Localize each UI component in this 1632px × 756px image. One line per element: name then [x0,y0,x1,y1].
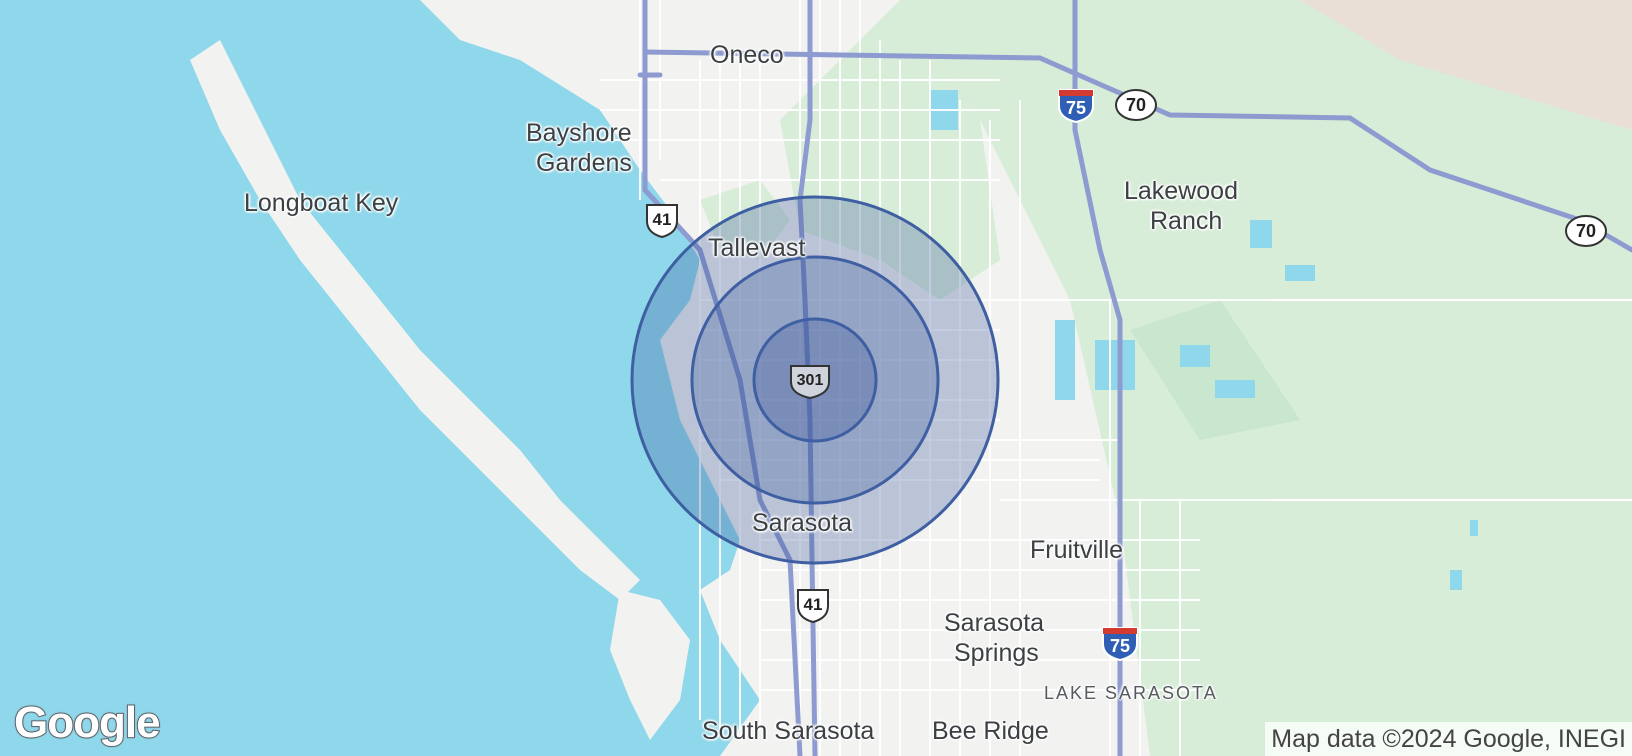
place-tallevast: Tallevast [708,234,806,262]
fl70-road [642,49,1632,253]
place-sarasota-springs-line1: Sarasota [944,609,1045,637]
place-lake-sarasota: LAKE SARASOTA [1044,683,1218,703]
place-sarasota-springs-line2: Springs [954,639,1039,667]
place-sarasota: Sarasota [752,509,853,537]
place-lakewood-ranch-line1: Lakewood [1124,177,1238,205]
place-longboat-key: Longboat Key [244,189,399,217]
place-bee-ridge: Bee Ridge [932,717,1049,745]
map-attribution[interactable]: Map data ©2024 Google, INEGI [1265,722,1632,756]
parkland-areas [780,0,1632,756]
place-fruitville: Fruitville [1030,536,1124,564]
place-south-sarasota: South Sarasota [702,717,875,745]
google-logo: Google [13,697,162,748]
us41-shield-icon: 41 [643,201,681,239]
us301-shield-icon: 301 [787,362,833,400]
place-bayshore-gardens-line1: Bayshore [526,119,632,147]
fl70-east-shield-icon: 70 [1564,214,1608,248]
us41-south-shield-icon: 41 [794,586,832,624]
i75-shield-icon: 75 [1057,84,1095,124]
us301-road [797,0,818,756]
place-lakewood-ranch-line2: Ranch [1150,207,1223,235]
water-bodies [0,0,1478,756]
place-oneco: Oneco [710,41,784,69]
place-bayshore-gardens-line2: Gardens [536,149,632,177]
i75-south-shield-icon: 75 [1101,622,1139,662]
fl70-shield-icon: 70 [1114,88,1158,122]
